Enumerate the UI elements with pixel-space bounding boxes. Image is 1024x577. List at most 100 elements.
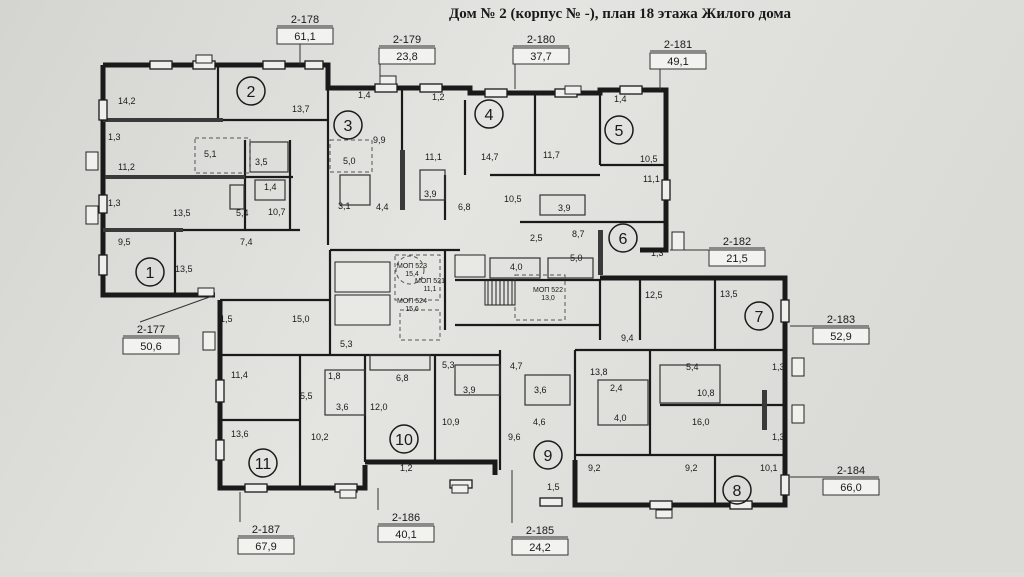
party-walls [103, 118, 767, 430]
room-area-label: 13,5 [173, 208, 191, 218]
room-area-label: 5,0 [570, 253, 583, 263]
room-area-label: 14,2 [118, 96, 136, 106]
room-area-label: 10,1 [760, 463, 778, 473]
room-area-label: 2,4 [610, 383, 623, 393]
room-area-label: 3,6 [336, 402, 349, 412]
unit-area-box [378, 47, 436, 65]
room-area-label: 14,7 [481, 152, 499, 162]
unit-area: 49,1 [667, 56, 688, 68]
room-area-label: 3,9 [558, 203, 571, 213]
room-area-label: 1,5 [220, 314, 233, 324]
unit-area-box [511, 538, 569, 556]
room-area-label: 5,5 [300, 391, 313, 401]
room-area-label: 13,6 [231, 429, 249, 439]
room-area-label: 2,5 [530, 233, 543, 243]
room-area-label: 1,4 [358, 90, 371, 100]
room-area-label: 13,8 [590, 367, 608, 377]
unit-id: 2-182 [723, 236, 751, 248]
room-area-label: 5,1 [204, 149, 217, 159]
core-area-label: 13,0 [541, 295, 555, 302]
room-area-label: 1,8 [328, 371, 341, 381]
room-area-label: 1,3 [108, 132, 121, 142]
room-area-label: 5,4 [236, 208, 249, 218]
core-area-label: 11,1 [423, 286, 436, 293]
room-area-label: 1,2 [400, 463, 413, 473]
room-area-label: 5,3 [340, 339, 353, 349]
room-area-label: 1,5 [547, 482, 560, 492]
room-area-label: 1,3 [651, 248, 664, 258]
room-area-label: 15,0 [292, 314, 310, 324]
room-area-label: 9,4 [621, 333, 634, 343]
room-area-label: 3,9 [463, 385, 476, 395]
room-area-label: 4,0 [614, 413, 627, 423]
room-area-label: 10,9 [442, 417, 460, 427]
unit-number-ring [135, 257, 165, 287]
room-area-label: 10,5 [640, 154, 658, 164]
room-area-label: 3,1 [338, 201, 351, 211]
room-area-label: 11,7 [543, 150, 560, 160]
unit-area: 37,7 [530, 51, 551, 63]
room-area-label: 9,6 [508, 432, 521, 442]
unit-area-box [377, 525, 435, 543]
room-area-label: 10,5 [504, 194, 522, 204]
room-area-label: 1,3 [108, 198, 121, 208]
unit-area-box [822, 478, 880, 496]
unit-number-ring [236, 76, 266, 106]
room-area-label: 1,2 [432, 92, 445, 102]
room-area-label: 4,7 [510, 361, 523, 371]
core-code-label: МОП 524 [397, 298, 427, 305]
room-area-label: 7,4 [240, 237, 253, 247]
room-area-label: 9,5 [118, 237, 131, 247]
core-code-label: МОП 521 [415, 278, 445, 285]
unit-area: 67,9 [255, 541, 276, 553]
room-area-label: 10,2 [311, 432, 329, 442]
core-stair [334, 254, 516, 326]
room-area-label: 13,7 [292, 104, 310, 114]
room-area-label: 1,4 [614, 94, 627, 104]
room-area-label: 16,0 [692, 417, 710, 427]
room-area-label: 9,2 [685, 463, 698, 473]
unit-area: 23,8 [396, 51, 417, 63]
unit-id: 2-179 [393, 34, 421, 46]
unit-area-box [122, 337, 180, 355]
bathroom-fixtures [229, 141, 721, 426]
unit-id: 2-185 [526, 525, 554, 537]
unit-number-ring [533, 440, 563, 470]
kitchen-outlines [194, 137, 566, 341]
room-area-label: 1,3 [772, 432, 785, 442]
unit-id: 2-181 [664, 39, 692, 51]
unit-number: 5 [615, 123, 624, 140]
room-area-label: 11,2 [118, 162, 135, 172]
unit-number-ring [248, 448, 278, 478]
unit-number: 3 [344, 118, 353, 135]
unit-number-ring [474, 99, 504, 129]
room-area-label: 10,7 [268, 207, 286, 217]
unit-area-box [649, 52, 707, 70]
unit-number: 4 [485, 107, 494, 124]
room-area-label: 9,9 [373, 135, 386, 145]
unit-number-ring [608, 223, 638, 253]
room-area-label: 6,8 [396, 373, 409, 383]
unit-id: 2-180 [527, 34, 555, 46]
unit-number-ring [722, 475, 752, 505]
room-area-label: 12,5 [645, 290, 663, 300]
room-area-label: 5,3 [442, 360, 455, 370]
unit-area-box [708, 249, 766, 267]
leader-line [139, 294, 216, 323]
unit-number: 2 [247, 84, 256, 101]
unit-area-box [276, 27, 334, 45]
room-area-label: 1,3 [772, 362, 785, 372]
unit-number: 1 [146, 265, 155, 282]
unit-number-ring [604, 115, 634, 145]
room-area-label: 4,4 [376, 202, 389, 212]
unit-id: 2-178 [291, 14, 319, 26]
unit-id: 2-187 [252, 524, 280, 536]
unit-number: 7 [755, 309, 764, 326]
unit-area: 40,1 [395, 529, 416, 541]
page-title: Дом № 2 (корпус № -), план 18 этажа Жило… [449, 6, 792, 22]
unit-id: 2-177 [137, 324, 165, 336]
